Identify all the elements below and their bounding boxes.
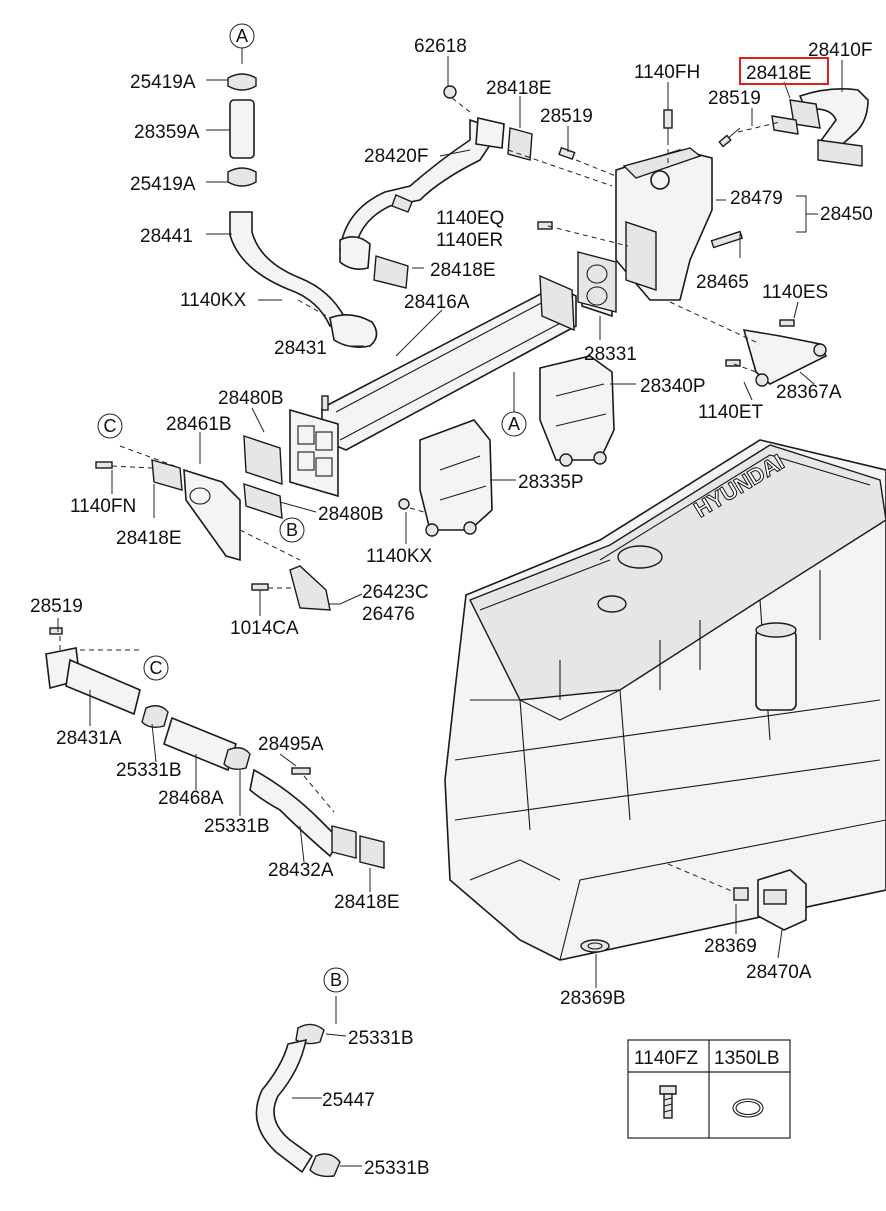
pipe-28420F bbox=[339, 85, 533, 289]
label-28418E: 28418E bbox=[430, 260, 496, 281]
callout-b-mid: B bbox=[286, 520, 298, 540]
label-28410F: 28410F bbox=[808, 40, 872, 61]
label-28418E: 28418E bbox=[334, 892, 400, 913]
leader-lines bbox=[57, 48, 843, 1167]
highlight-box bbox=[739, 57, 829, 85]
flange-group-left bbox=[95, 435, 331, 611]
bolt-icon bbox=[659, 1085, 677, 1119]
label-28480B: 28480B bbox=[318, 504, 384, 525]
label-25331B: 25331B bbox=[204, 816, 270, 837]
legend-table: 1140FZ 1350LB bbox=[627, 1039, 791, 1139]
label-26476: 26476 bbox=[362, 604, 415, 625]
engine-block: HYUNDAI bbox=[444, 439, 886, 961]
label-28369: 28369 bbox=[704, 936, 757, 957]
callout-a-top: A bbox=[236, 26, 248, 46]
bracket-28335P bbox=[398, 419, 493, 537]
label-28418E: 28418E bbox=[486, 78, 552, 99]
label-28416A: 28416A bbox=[404, 292, 470, 313]
label-28420F: 28420F bbox=[364, 146, 428, 167]
part-labels: 25419A 28359A 25419A 28441 62618 28418E … bbox=[30, 36, 873, 1179]
label-25331B: 25331B bbox=[348, 1028, 414, 1049]
label-28359A: 28359A bbox=[134, 122, 200, 143]
label-28418E-highlighted: 28418E bbox=[746, 63, 812, 84]
gasket-28331 bbox=[577, 251, 617, 313]
label-28465: 28465 bbox=[696, 272, 749, 293]
label-1140KX: 1140KX bbox=[180, 290, 247, 311]
label-28468A: 28468A bbox=[158, 788, 224, 809]
callout-b-bottom: B bbox=[330, 970, 342, 990]
label-28431: 28431 bbox=[274, 338, 327, 359]
label-25419A: 25419A bbox=[130, 72, 196, 93]
label-28519: 28519 bbox=[540, 106, 593, 127]
label-28450: 28450 bbox=[820, 204, 873, 225]
label-1140FH: 1140FH bbox=[634, 62, 700, 83]
bracket-28367A bbox=[725, 319, 828, 387]
label-1140ES: 1140ES bbox=[762, 282, 828, 303]
hose-25447 bbox=[255, 1023, 341, 1178]
callout-c-mid: C bbox=[150, 658, 163, 678]
callout-a-mid: A bbox=[508, 414, 520, 434]
label-25447: 25447 bbox=[322, 1090, 375, 1111]
label-28495A: 28495A bbox=[258, 734, 324, 755]
label-28367A: 28367A bbox=[776, 382, 842, 403]
label-28331: 28331 bbox=[584, 344, 637, 365]
legend-col2-header: 1350LB bbox=[714, 1048, 780, 1069]
label-28470A: 28470A bbox=[746, 962, 812, 983]
label-28431A: 28431A bbox=[56, 728, 122, 749]
label-1140ER: 1140ER bbox=[436, 230, 503, 251]
label-26423C: 26423C bbox=[362, 582, 429, 603]
label-1140ET: 1140ET bbox=[698, 402, 764, 423]
guide-lines bbox=[59, 97, 781, 893]
label-28519: 28519 bbox=[30, 596, 83, 617]
o-ring-icon bbox=[732, 1098, 764, 1118]
bracket-28340P bbox=[539, 355, 615, 467]
legend-col1-header: 1140FZ bbox=[634, 1048, 698, 1069]
label-1014CA: 1014CA bbox=[230, 618, 299, 639]
label-28340P: 28340P bbox=[640, 376, 706, 397]
label-28479: 28479 bbox=[730, 188, 783, 209]
label-25331B: 25331B bbox=[116, 760, 182, 781]
label-28335P: 28335P bbox=[518, 472, 584, 493]
label-28418E: 28418E bbox=[116, 528, 182, 549]
label-28441: 28441 bbox=[140, 226, 193, 247]
hose-assembly-top-left bbox=[227, 73, 378, 348]
label-1140EQ: 1140EQ bbox=[436, 208, 504, 229]
label-25331B: 25331B bbox=[364, 1158, 430, 1179]
label-28432A: 28432A bbox=[268, 860, 334, 881]
pipe-assembly-lower-left bbox=[45, 627, 385, 869]
label-28519: 28519 bbox=[708, 88, 761, 109]
label-28369B: 28369B bbox=[560, 988, 626, 1009]
label-28480B: 28480B bbox=[218, 388, 284, 409]
label-28461B: 28461B bbox=[166, 414, 232, 435]
label-62618: 62618 bbox=[414, 36, 467, 57]
sensor-group bbox=[580, 869, 807, 953]
callout-circles: A A B B C C bbox=[97, 23, 527, 993]
label-1140KX: 1140KX bbox=[366, 546, 433, 567]
label-1140FN: 1140FN bbox=[70, 496, 136, 517]
egr-valve-assembly bbox=[537, 88, 869, 301]
label-25419A: 25419A bbox=[130, 174, 196, 195]
callout-c-left: C bbox=[104, 416, 117, 436]
